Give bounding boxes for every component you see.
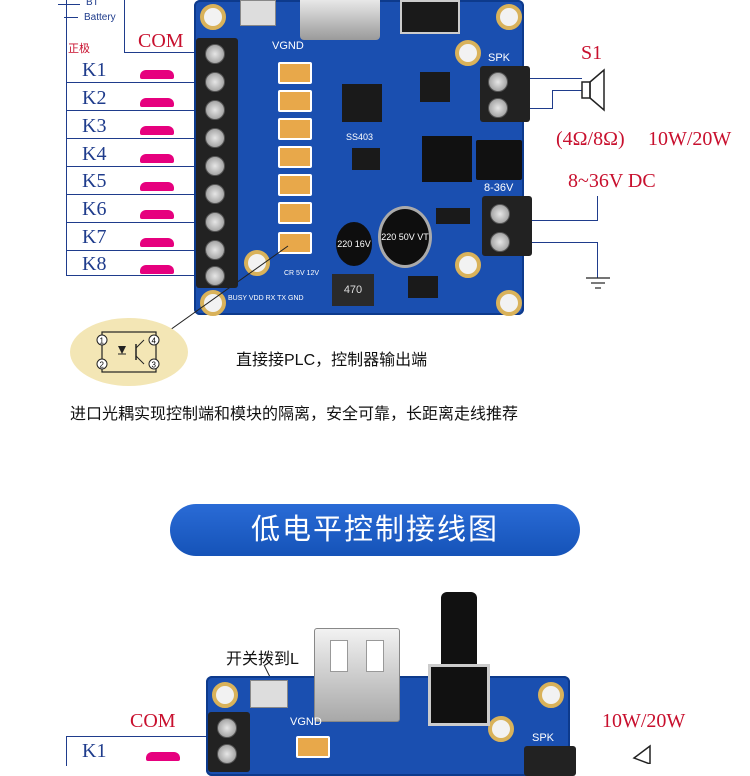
chip-label: SS403	[346, 132, 374, 142]
key-label-k4: K4	[82, 143, 107, 165]
push-button-k5	[140, 182, 174, 191]
supply-voltage-label: 8~36V DC	[568, 170, 656, 192]
usb-port-bottom	[314, 628, 400, 722]
speaker-icon-bottom	[632, 744, 651, 764]
spk-label-bottom: SPK	[532, 732, 555, 744]
battery-label: Battery	[84, 12, 116, 23]
com-label-bottom: COM	[130, 710, 176, 732]
mount-hole	[488, 716, 514, 742]
slide-switch	[240, 0, 276, 26]
key-label-k7: K7	[82, 226, 107, 248]
key-label-k1-bottom: K1	[82, 740, 107, 762]
opto-pin-2: 2	[100, 361, 105, 370]
inductor: 470	[332, 274, 374, 306]
vgnd-label: VGND	[272, 40, 304, 52]
optocoupler-callout-line	[170, 245, 289, 331]
key-label-k3: K3	[82, 115, 107, 137]
voltage-range-label: 8-36V	[484, 182, 514, 194]
audio-jack	[476, 140, 522, 180]
key-label-k2: K2	[82, 87, 107, 109]
key-label-k6: K6	[82, 198, 107, 220]
push-button-k3	[140, 126, 174, 135]
pin-header-label: BUSY VDD RX TX GND	[228, 295, 304, 302]
battery-symbol	[58, 0, 82, 22]
ground-icon	[586, 277, 610, 289]
speaker-label: S1	[581, 42, 603, 64]
key-label-k1: K1	[82, 59, 107, 81]
power-ic	[408, 276, 438, 298]
potentiometer-body	[428, 664, 490, 726]
power-rating-label-bottom: 10W/20W	[602, 710, 686, 732]
speaker-impedance-label: (4Ω/8Ω)	[556, 128, 625, 150]
mount-hole	[538, 682, 564, 708]
push-button-k8	[140, 265, 174, 274]
key-label-k8: K8	[82, 253, 107, 275]
plc-caption: 直接接PLC，控制器输出端	[236, 352, 428, 369]
optocoupler-schematic-icon: 1 2 3 4	[96, 331, 160, 373]
speaker-icon	[581, 68, 605, 112]
opto-pin-3: 3	[152, 361, 157, 370]
mount-hole	[200, 290, 226, 316]
large-capacitor: 220 50V VT	[378, 206, 432, 268]
mount-hole	[455, 40, 481, 66]
com-label: COM	[138, 30, 184, 52]
switch-instruction-label: 开关拨到L	[226, 651, 299, 668]
vgnd-label-bottom: VGND	[290, 716, 322, 728]
mount-hole	[200, 4, 226, 30]
positive-terminal-label: 正极	[68, 43, 90, 55]
mount-hole	[212, 682, 238, 708]
usb-port	[300, 0, 380, 40]
mount-hole	[496, 290, 522, 316]
volume-knob	[441, 592, 477, 666]
push-button-k6	[140, 210, 174, 219]
mount-hole	[496, 4, 522, 30]
opto-pin-1: 1	[100, 337, 105, 346]
mount-hole	[244, 250, 270, 276]
section-title: 低电平控制接线图	[170, 504, 580, 556]
slide-switch-bottom	[250, 680, 288, 708]
main-ic	[342, 84, 382, 122]
push-button-k2	[140, 98, 174, 107]
diode	[436, 208, 470, 224]
power-rating-label: 10W/20W	[648, 128, 732, 150]
speaker-terminal-bottom	[524, 746, 576, 776]
push-button-k1-bottom	[146, 752, 180, 761]
small-capacitor: 220 16V VT	[336, 222, 372, 293]
dip-switch	[422, 136, 472, 182]
push-button-k7	[140, 238, 174, 247]
spk-label: SPK	[488, 52, 511, 64]
push-button-k4	[140, 154, 174, 163]
mount-hole	[455, 252, 481, 278]
opto-pin-4: 4	[152, 337, 157, 346]
key-label-k5: K5	[82, 170, 107, 192]
potentiometer-base	[400, 0, 460, 34]
optocoupler-zoom	[70, 318, 188, 386]
push-button-k1	[140, 70, 174, 79]
isolation-caption: 进口光耦实现控制端和模块的隔离，安全可靠，长距离走线推荐	[70, 406, 519, 423]
regulator-ic	[352, 148, 380, 170]
pin-header-label-2: CR 5V 12V	[284, 270, 320, 277]
bt-label: BT	[86, 0, 99, 8]
amp-ic	[420, 72, 450, 102]
